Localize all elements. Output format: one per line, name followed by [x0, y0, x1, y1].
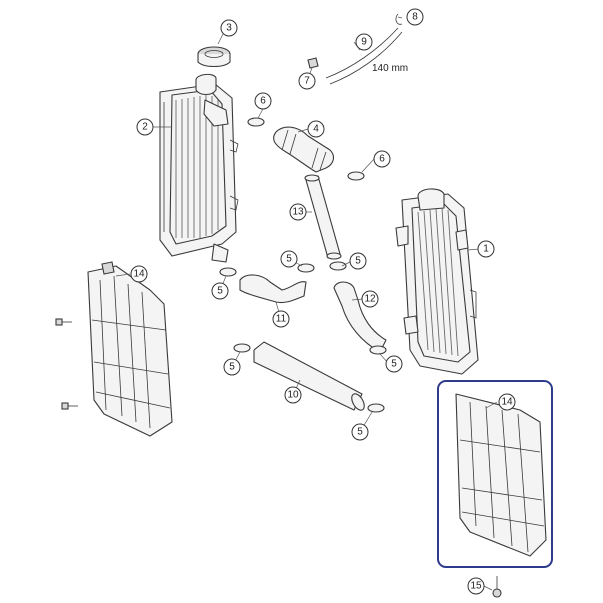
svg-text:6: 6 — [260, 96, 266, 107]
svg-text:5: 5 — [217, 286, 223, 297]
clamp-5-d — [233, 343, 251, 353]
svg-text:14: 14 — [501, 397, 513, 408]
bolt-part — [492, 576, 502, 598]
svg-text:14: 14 — [133, 269, 145, 280]
left-radiator — [159, 73, 239, 263]
callout-3: 3 — [220, 19, 238, 37]
callout-6-a: 6 — [254, 92, 272, 110]
right-radiator — [395, 188, 479, 375]
callout-13: 13 — [289, 203, 307, 221]
svg-text:1: 1 — [483, 244, 489, 255]
callout-14-a: 14 — [130, 265, 148, 283]
svg-text:7: 7 — [304, 76, 310, 87]
svg-text:5: 5 — [391, 359, 397, 370]
guard-bolt-upper — [55, 318, 72, 326]
hose-12 — [333, 281, 387, 353]
clamp-5-c — [329, 261, 347, 271]
clamp-5-a — [219, 267, 237, 277]
callout-11: 11 — [272, 310, 290, 328]
highlight-frame — [437, 380, 553, 568]
callout-5-d: 5 — [223, 358, 241, 376]
svg-text:4: 4 — [313, 124, 319, 135]
callout-5-b: 5 — [280, 250, 298, 268]
callout-12: 12 — [361, 290, 379, 308]
svg-text:3: 3 — [226, 23, 232, 34]
svg-text:5: 5 — [357, 427, 363, 438]
svg-text:5: 5 — [355, 256, 361, 267]
hose-10 — [253, 341, 365, 411]
callout-5-c: 5 — [349, 252, 367, 270]
hose-9 — [325, 13, 403, 85]
hose-13 — [304, 174, 342, 260]
callout-9: 9 — [355, 33, 373, 51]
svg-text:11: 11 — [276, 314, 287, 325]
guard-bolt-lower — [61, 402, 78, 410]
svg-text:13: 13 — [292, 207, 304, 218]
callout-1: 1 — [477, 240, 495, 258]
callout-5-e: 5 — [385, 355, 403, 373]
svg-text:10: 10 — [287, 390, 299, 401]
hose-4 — [273, 126, 335, 173]
svg-text:2: 2 — [142, 122, 148, 133]
left-radiator-guard — [87, 261, 173, 437]
svg-text:15: 15 — [470, 581, 482, 592]
hose-length-note: 140 mm — [372, 63, 408, 74]
svg-text:9: 9 — [361, 37, 367, 48]
svg-text:5: 5 — [229, 362, 235, 373]
hose-11 — [239, 274, 307, 304]
callout-7: 7 — [298, 72, 316, 90]
callout-10: 10 — [284, 386, 302, 404]
svg-text:5: 5 — [286, 254, 292, 265]
callout-5-f: 5 — [351, 423, 369, 441]
clamp-5-f — [369, 345, 387, 355]
callout-14-b: 14 — [498, 393, 516, 411]
radiator-cap — [197, 46, 231, 68]
callout-6-b: 6 — [373, 150, 391, 168]
right-radiator-guard — [455, 393, 547, 557]
fitting-7 — [307, 57, 319, 69]
clamp-6-right — [347, 171, 365, 181]
callout-8: 8 — [406, 8, 424, 26]
callout-4: 4 — [307, 120, 325, 138]
callout-5-a: 5 — [211, 282, 229, 300]
clamp-5-e — [367, 403, 385, 413]
svg-text:8: 8 — [412, 12, 418, 23]
svg-text:12: 12 — [364, 294, 376, 305]
svg-text:6: 6 — [379, 154, 385, 165]
callout-15: 15 — [467, 577, 485, 595]
clamp-6-left — [247, 117, 265, 127]
callout-2: 2 — [136, 118, 154, 136]
